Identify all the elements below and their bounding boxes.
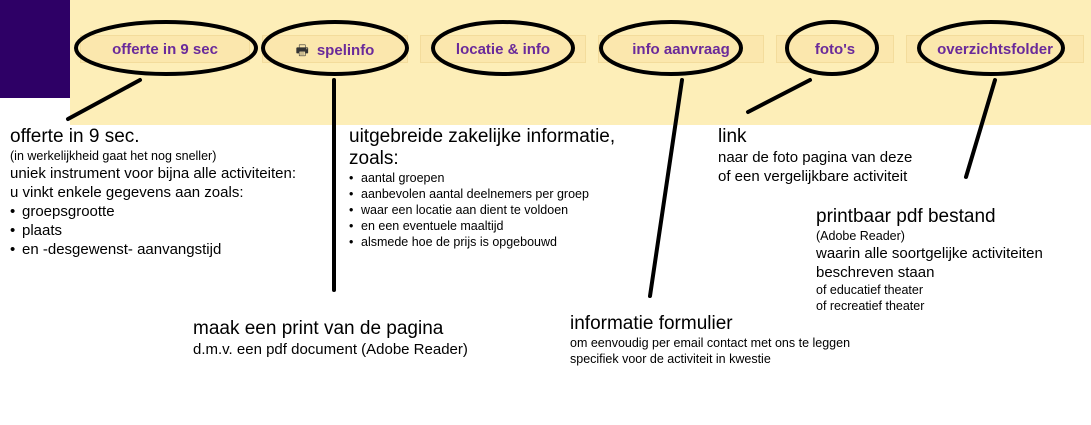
annotation-spelinfo-title-line2: zoals: [349,148,399,169]
tab-info-aanvraag-label: info aanvraag [632,41,730,58]
tab-offerte-label: offerte in 9 sec [112,41,218,58]
tab-fotos-label: foto's [814,41,856,58]
annotation-offerte-list: groepsgrootte plaats en -desgewenst- aan… [10,202,296,259]
annotation-fotos: link naar de foto pagina van deze of een… [718,126,912,186]
tab-info-aanvraag[interactable]: info aanvraag [598,35,764,63]
annotation-folder-line3: of educatief theater [816,283,924,297]
annotation-print: maak een print van de pagina d.m.v. een … [193,318,468,359]
annotation-folder-note: (Adobe Reader) [816,229,905,243]
printer-icon[interactable]: 🖶 [295,42,309,58]
annotation-info-aanvraag: informatie formulier om eenvoudig per em… [570,313,850,367]
annotation-offerte-line1: uniek instrument voor bijna alle activit… [10,165,296,182]
tab-offerte[interactable]: offerte in 9 sec [80,35,250,63]
annotation-offerte: offerte in 9 sec. (in werkelijkheid gaat… [10,126,296,259]
tab-locatie-label: locatie & info [455,41,551,58]
annotation-print-line1: d.m.v. een pdf document (Adobe Reader) [193,341,468,358]
tab-overzichtsfolder[interactable]: overzichtsfolder [906,35,1084,63]
annotation-fotos-line1: naar de foto pagina van deze [718,149,913,166]
annotation-fotos-line2: of een vergelijkbare activiteit [718,168,908,185]
list-item: alsmede hoe de prijs is opgebouwd [349,234,615,250]
tab-spelinfo[interactable]: 🖶 spelinfo [262,35,408,63]
list-item: waar een locatie aan dient te voldoen [349,202,615,218]
list-item: aantal groepen [349,170,615,186]
tab-fotos[interactable]: foto's [776,35,894,63]
annotation-info-aanvraag-line2: specifiek voor de activiteit in kwestie [570,352,771,366]
annotation-folder-line4: of recreatief theater [816,299,925,313]
tab-locatie[interactable]: locatie & info [420,35,586,63]
annotation-info-aanvraag-title: informatie formulier [570,313,733,334]
list-item: en -desgewenst- aanvangstijd [10,240,296,259]
annotation-info-aanvraag-line1: om eenvoudig per email contact met ons t… [570,336,851,350]
tab-overzichtsfolder-label: overzichtsfolder [937,41,1053,58]
list-item: en een eventuele maaltijd [349,218,615,234]
annotation-folder: printbaar pdf bestand (Adobe Reader) waa… [816,206,1043,314]
annotation-folder-line1: waarin alle soortgelijke activiteiten [816,245,1043,262]
annotation-offerte-title: offerte in 9 sec. [10,126,140,147]
annotation-offerte-note: (in werkelijkheid gaat het nog sneller) [10,149,217,163]
tab-spelinfo-label: spelinfo [316,42,375,59]
annotation-folder-line2: beschreven staan [816,264,935,281]
list-item: plaats [10,221,296,240]
list-item: aanbevolen aantal deelnemers per groep [349,186,615,202]
list-item: groepsgrootte [10,202,296,221]
annotation-print-title: maak een print van de pagina [193,318,444,339]
annotation-spelinfo-title-line1: uitgebreide zakelijke informatie, [349,126,616,147]
brand-block [0,0,70,98]
annotation-offerte-line2: u vinkt enkele gegevens aan zoals: [10,184,244,201]
annotation-spelinfo: uitgebreide zakelijke informatie, zoals:… [349,126,615,250]
annotation-fotos-title: link [718,126,747,147]
annotation-spelinfo-list: aantal groepen aanbevolen aantal deelnem… [349,170,615,250]
annotation-folder-title: printbaar pdf bestand [816,206,996,227]
